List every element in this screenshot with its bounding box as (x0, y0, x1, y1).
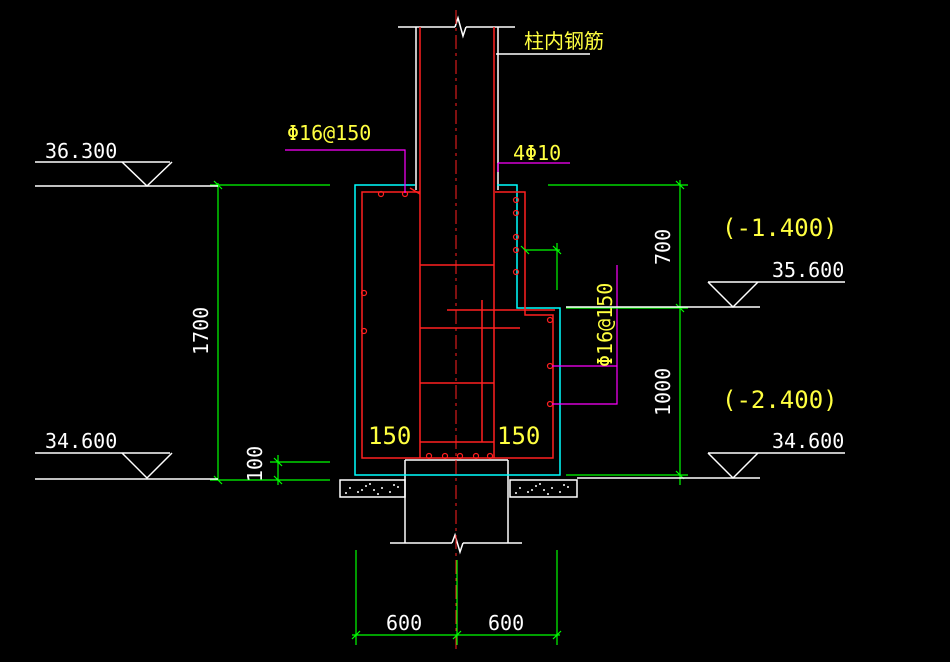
dim-width-right: 600 (488, 611, 524, 635)
elevation-rel-upper: (-1.400) (722, 214, 838, 242)
dim-height-base: 100 (243, 446, 267, 482)
elevation-bottom-right: 34.600 (772, 429, 844, 453)
label-rebar-4: 4Φ10 (513, 141, 561, 165)
concrete-pad-right (509, 479, 578, 498)
dim-height-lower: 1000 (651, 368, 675, 416)
dim-width-left: 600 (386, 611, 422, 635)
elevation-top-left: 36.300 (45, 139, 117, 163)
label-rebar-top: Φ16@150 (287, 121, 371, 145)
dim-height-total: 1700 (189, 307, 213, 355)
label-rebar-side: Φ16@150 (593, 283, 617, 367)
elevation-marker-bottom-left (35, 452, 218, 480)
elevation-marker-bottom-right (577, 452, 845, 480)
label-column-rebar: 柱内钢筋 (524, 29, 604, 53)
elevation-mid-right: 35.600 (772, 258, 844, 282)
elevation-marker-mid-right (566, 281, 845, 309)
footing-rebar-outline (361, 27, 555, 459)
rebar-dots (360, 190, 554, 460)
elevation-marker-top-left (35, 161, 218, 188)
dimension-lines (210, 180, 688, 645)
elevation-bottom-left: 34.600 (45, 429, 117, 453)
footing-outline (354, 184, 561, 476)
dim-height-upper: 700 (651, 229, 675, 265)
concrete-pad-left (339, 479, 406, 498)
elevation-rel-lower: (-2.400) (722, 386, 838, 414)
leader-lines (285, 149, 618, 405)
label-cover-right: 150 (497, 422, 540, 450)
label-cover-left: 150 (368, 422, 411, 450)
